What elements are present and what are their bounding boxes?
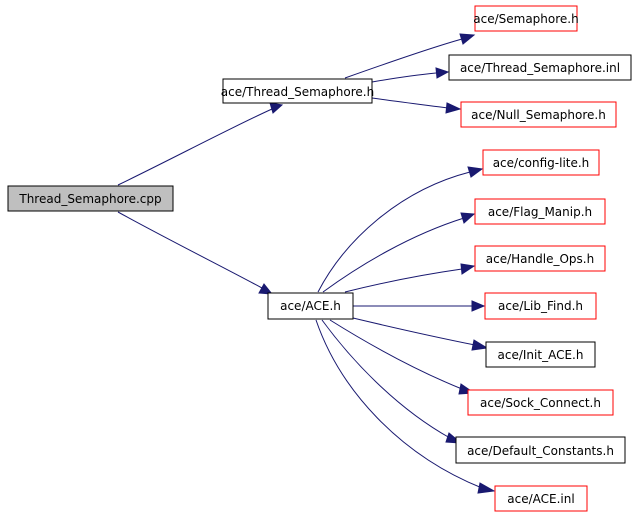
edge-ace-h-to-default-constants-h <box>321 319 463 444</box>
node-null-semaphore-h[interactable]: ace/Null_Semaphore.h <box>460 101 617 128</box>
node-box <box>467 389 614 416</box>
node-label: ace/Sock_Connect.h <box>480 396 601 410</box>
edge-thread-semaphore-h-to-semaphore-h <box>344 33 476 79</box>
node-config-lite-h[interactable]: ace/config-lite.h <box>482 149 600 176</box>
node-box <box>267 292 354 320</box>
node-label: ace/config-lite.h <box>493 156 590 170</box>
node-ace-h[interactable]: ace/ACE.h <box>267 292 354 320</box>
edge-ace-h-to-init-ace-h <box>352 317 489 351</box>
edge-thread-semaphore-h-to-thread-semaphore-inl <box>371 67 450 83</box>
node-default-constants-h[interactable]: ace/Default_Constants.h <box>455 436 626 464</box>
edge-cpp-to-thread-semaphore-h <box>117 102 284 186</box>
node-lib-find-h[interactable]: ace/Lib_Find.h <box>484 292 597 320</box>
node-ace-inl[interactable]: ace/ACE.inl <box>494 485 588 512</box>
edge-cpp-to-ace-h <box>117 211 274 295</box>
node-label: Thread_Semaphore.cpp <box>18 192 161 206</box>
node-label: ace/Init_ACE.h <box>498 348 584 362</box>
edge-ace-h-to-config-lite-h <box>317 166 484 293</box>
edge-ace-h-to-ace-inl <box>315 319 496 494</box>
node-label: ace/Handle_Ops.h <box>486 252 594 266</box>
node-thread-semaphore-inl[interactable]: ace/Thread_Semaphore.inl <box>448 54 632 81</box>
node-box <box>474 198 606 225</box>
node-label: ace/Null_Semaphore.h <box>471 108 606 122</box>
node-label: ace/ACE.inl <box>507 492 574 506</box>
node-label: ace/Lib_Find.h <box>498 299 583 313</box>
node-box <box>482 149 600 176</box>
node-label: ace/Semaphore.h <box>473 12 578 26</box>
node-label: ace/Thread_Semaphore.inl <box>460 61 620 75</box>
node-label: ace/Thread_Semaphore.h <box>221 85 374 99</box>
node-box <box>485 341 596 368</box>
node-thread-semaphore-cpp[interactable]: Thread_Semaphore.cpp <box>7 185 174 212</box>
node-handle-ops-h[interactable]: ace/Handle_Ops.h <box>474 245 606 272</box>
node-box <box>494 485 588 512</box>
node-label: ace/Default_Constants.h <box>467 444 614 458</box>
node-init-ace-h[interactable]: ace/Init_ACE.h <box>485 341 596 368</box>
node-semaphore-h[interactable]: ace/Semaphore.h <box>473 5 579 32</box>
node-box <box>474 5 578 32</box>
node-box <box>448 54 632 81</box>
edge-ace-h-to-flag-manip-h <box>322 212 476 293</box>
node-box <box>484 292 597 320</box>
edge-ace-h-to-lib-find-h <box>353 300 486 312</box>
node-box <box>7 185 174 212</box>
node-box <box>455 436 626 464</box>
node-label: ace/Flag_Manip.h <box>488 205 592 219</box>
edge-ace-h-to-handle-ops-h <box>344 263 476 293</box>
node-thread-semaphore-h[interactable]: ace/Thread_Semaphore.h <box>221 78 374 104</box>
node-label: ace/ACE.h <box>280 299 341 313</box>
node-box <box>474 245 606 272</box>
node-flag-manip-h[interactable]: ace/Flag_Manip.h <box>474 198 606 225</box>
node-sock-connect-h[interactable]: ace/Sock_Connect.h <box>467 389 614 416</box>
edge-thread-semaphore-h-to-null-semaphore-h <box>371 97 462 114</box>
node-box <box>460 101 617 128</box>
node-box <box>222 78 373 104</box>
